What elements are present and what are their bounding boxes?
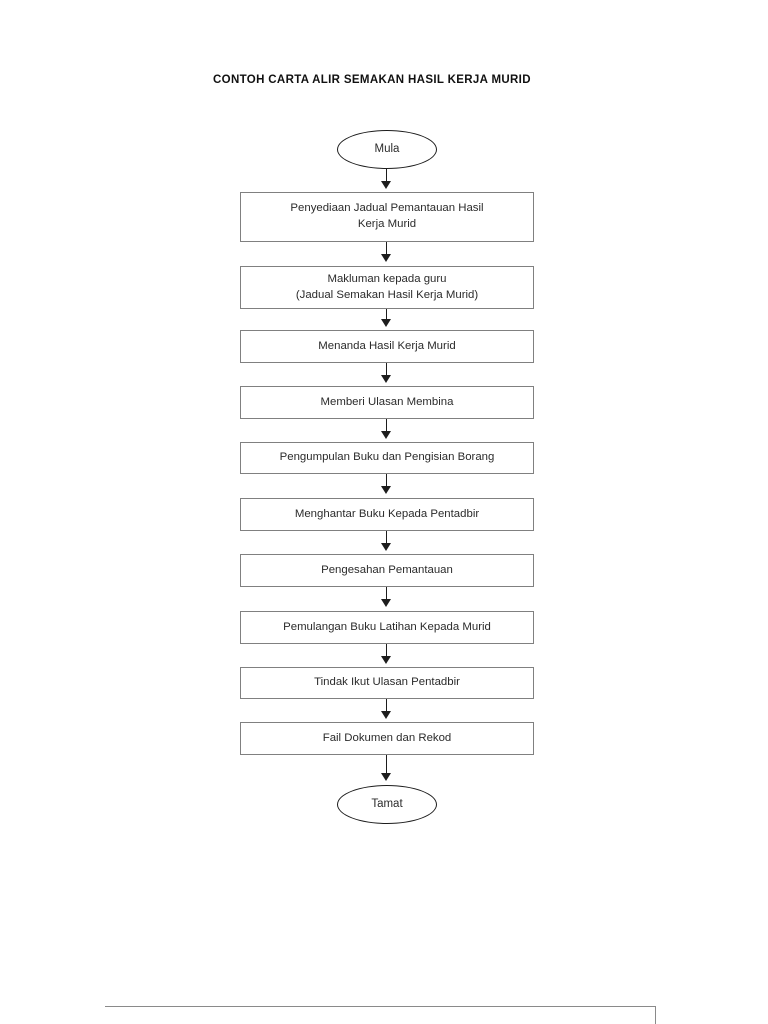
arrowhead-step-2-to-step-3 — [381, 319, 391, 327]
arrowhead-step-1-to-step-2 — [381, 254, 391, 262]
flow-node-step-6-label: Menghantar Buku Kepada Pentadbir — [294, 507, 480, 520]
footer-table-fragment — [105, 1006, 656, 1024]
arrowhead-step-7-to-step-8 — [381, 599, 391, 607]
connector-step-2-to-step-3 — [386, 309, 388, 321]
flow-node-step-4[interactable]: Memberi Ulasan Membina — [240, 386, 534, 419]
page-title: CONTOH CARTA ALIR SEMAKAN HASIL KERJA MU… — [213, 74, 531, 86]
flow-node-step-8[interactable]: Pemulangan Buku Latihan Kepada Murid — [240, 611, 534, 644]
arrowhead-start-to-step-1 — [381, 181, 391, 189]
flow-node-step-2-label: Makluman kepada guru (Jadual Semakan Has… — [247, 272, 527, 303]
flow-node-step-1-label: Penyediaan Jadual Pemantauan Hasil Kerja… — [247, 201, 527, 232]
flow-node-step-9-label: Tindak Ikut Ulasan Pentadbir — [314, 676, 460, 689]
flow-node-step-6[interactable]: Menghantar Buku Kepada Pentadbir — [240, 498, 534, 531]
flow-start-terminator[interactable]: Mula — [337, 130, 437, 169]
connector-step-9-to-step-10 — [386, 699, 388, 711]
arrowhead-step-10-to-end — [381, 773, 391, 781]
connector-step-5-to-step-6 — [386, 474, 388, 486]
flow-node-step-5[interactable]: Pengumpulan Buku dan Pengisian Borang — [240, 442, 534, 474]
connector-step-10-to-end — [386, 755, 388, 775]
flow-node-step-1-line1: Penyediaan Jadual Pemantauan Hasil — [290, 202, 484, 215]
flow-node-step-10-label: Fail Dokumen dan Rekod — [322, 731, 452, 744]
flow-node-step-8-label: Pemulangan Buku Latihan Kepada Murid — [283, 620, 491, 633]
arrowhead-step-3-to-step-4 — [381, 375, 391, 383]
flow-node-step-3[interactable]: Menanda Hasil Kerja Murid — [240, 330, 534, 363]
connector-step-8-to-step-9 — [386, 644, 388, 656]
flow-node-step-2-line2: (Jadual Semakan Hasil Kerja Murid) — [295, 288, 479, 301]
flow-node-step-1[interactable]: Penyediaan Jadual Pemantauan Hasil Kerja… — [240, 192, 534, 242]
connector-step-4-to-step-5 — [386, 419, 388, 431]
connector-step-7-to-step-8 — [386, 587, 388, 599]
flow-start-label: Mula — [374, 143, 400, 156]
flow-node-step-4-label: Memberi Ulasan Membina — [320, 395, 454, 408]
arrowhead-step-8-to-step-9 — [381, 656, 391, 664]
flow-node-step-5-label: Pengumpulan Buku dan Pengisian Borang — [279, 451, 495, 464]
flow-node-step-10[interactable]: Fail Dokumen dan Rekod — [240, 722, 534, 755]
flowchart-canvas: Mula Penyediaan Jadual Pemantauan Hasil … — [240, 130, 534, 824]
connector-step-1-to-step-2 — [386, 242, 388, 256]
flow-node-step-1-line2: Kerja Murid — [357, 218, 417, 230]
flow-node-step-3-label: Menanda Hasil Kerja Murid — [318, 339, 456, 352]
flow-node-step-2[interactable]: Makluman kepada guru (Jadual Semakan Has… — [240, 266, 534, 309]
arrowhead-step-9-to-step-10 — [381, 711, 391, 719]
flow-node-step-2-line1: Makluman kepada guru — [327, 272, 447, 285]
flow-node-step-7-label: Pengesahan Pemantauan — [321, 563, 453, 576]
connector-step-6-to-step-7 — [386, 531, 388, 543]
arrowhead-step-5-to-step-6 — [381, 486, 391, 494]
connector-step-3-to-step-4 — [386, 363, 388, 375]
flow-end-label: Tamat — [371, 798, 403, 811]
arrowhead-step-4-to-step-5 — [381, 431, 391, 439]
flow-end-terminator[interactable]: Tamat — [337, 785, 437, 824]
arrowhead-step-6-to-step-7 — [381, 543, 391, 551]
connector-start-to-step-1 — [386, 169, 388, 183]
flow-node-step-7[interactable]: Pengesahan Pemantauan — [240, 554, 534, 587]
flow-node-step-9[interactable]: Tindak Ikut Ulasan Pentadbir — [240, 667, 534, 699]
